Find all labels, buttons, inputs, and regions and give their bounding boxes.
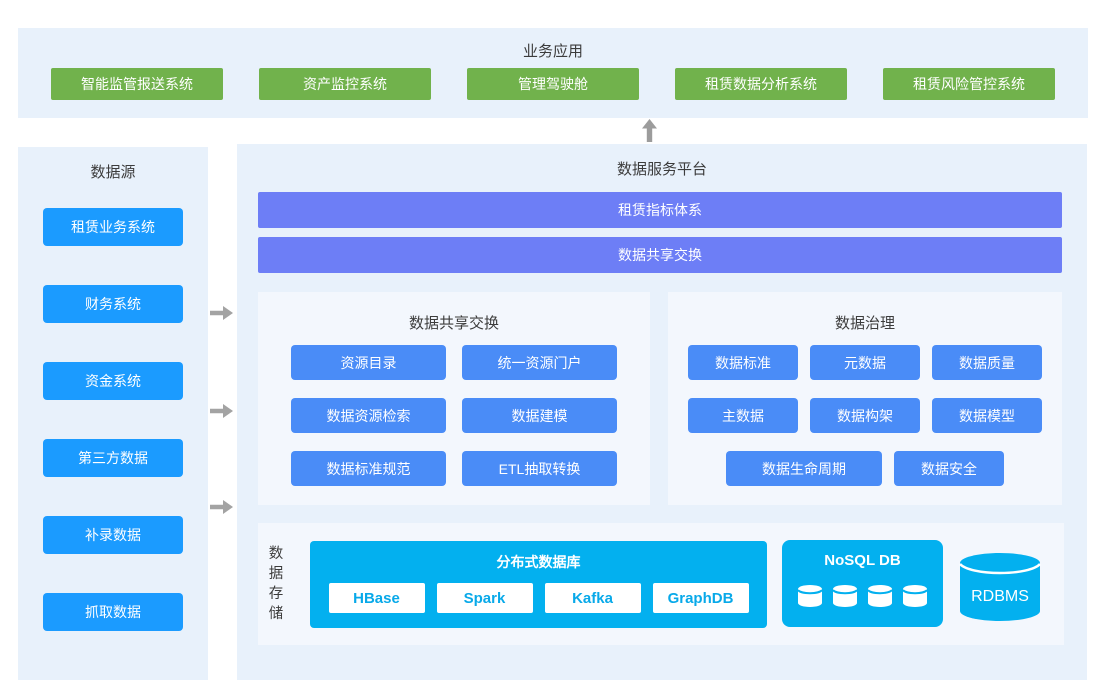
share-exchange-grid: 资源目录 统一资源门户 数据资源检索 数据建模 数据标准规范 ETL抽取转换: [258, 345, 650, 486]
gov-module-8: 数据安全: [894, 451, 1004, 486]
data-source-node-2: 财务系统: [43, 285, 183, 323]
business-apps-panel: 业务应用 智能监管报送系统 资产监控系统 管理驾驶舱 租赁数据分析系统 租赁风险…: [18, 28, 1088, 118]
share-module-6: ETL抽取转换: [462, 451, 617, 486]
gov-module-6: 数据模型: [932, 398, 1042, 433]
layer-bar-indicator-system: 租赁指标体系: [258, 192, 1062, 228]
governance-panel: 数据治理 数据标准 元数据 数据质量 主数据 数据构架 数据模型 数据生命周期 …: [668, 292, 1062, 505]
arrow-right-icon: [210, 306, 233, 320]
gov-module-4: 主数据: [688, 398, 798, 433]
data-sources-panel: 数据源 租赁业务系统 财务系统 资金系统 第三方数据 补录数据 抓取数据: [18, 147, 208, 680]
database-cylinder-icon: [901, 584, 929, 608]
business-apps-row: 智能监管报送系统 资产监控系统 管理驾驶舱 租赁数据分析系统 租赁风险管控系统: [18, 68, 1088, 100]
storage-label: 数据存储: [268, 546, 284, 622]
gov-module-5: 数据构架: [810, 398, 920, 433]
governance-row: 主数据 数据构架 数据模型: [668, 398, 1062, 433]
gov-module-2: 元数据: [810, 345, 920, 380]
app-node-4: 租赁数据分析系统: [675, 68, 847, 100]
data-source-node-4: 第三方数据: [43, 439, 183, 477]
gov-module-7: 数据生命周期: [726, 451, 882, 486]
layer-bar-data-exchange: 数据共享交换: [258, 237, 1062, 273]
share-module-4: 数据建模: [462, 398, 617, 433]
data-sources-title: 数据源: [90, 164, 136, 181]
app-node-3: 管理驾驶舱: [467, 68, 639, 100]
database-cylinder-icon: [796, 584, 824, 608]
distributed-db-box: 分布式数据库 HBase Spark Kafka GraphDB: [310, 541, 767, 628]
arrow-up-icon: [642, 119, 657, 142]
gov-module-1: 数据标准: [688, 345, 798, 380]
engine-graphdb: GraphDB: [652, 583, 749, 613]
share-module-2: 统一资源门户: [462, 345, 617, 380]
business-apps-title: 业务应用: [522, 43, 583, 60]
nosql-db-title: NoSQL DB: [824, 552, 901, 569]
nosql-cylinders: [782, 584, 943, 608]
share-module-3: 数据资源检索: [291, 398, 446, 433]
governance-row: 数据标准 元数据 数据质量: [668, 345, 1062, 380]
governance-row: 数据生命周期 数据安全: [668, 451, 1062, 486]
storage-panel: 数据存储 分布式数据库 HBase Spark Kafka GraphDB No…: [258, 523, 1064, 645]
arrow-right-icon: [210, 404, 233, 418]
engine-spark: Spark: [436, 583, 533, 613]
rdbms-label: RDBMS: [971, 588, 1029, 605]
share-module-1: 资源目录: [291, 345, 446, 380]
arrow-right-icon: [210, 500, 233, 514]
engine-kafka: Kafka: [544, 583, 641, 613]
data-service-platform-panel: 数据服务平台 租赁指标体系 数据共享交换 数据共享交换 资源目录 统一资源门户 …: [237, 144, 1087, 680]
nosql-db-box: NoSQL DB: [782, 540, 943, 627]
gov-module-3: 数据质量: [932, 345, 1042, 380]
governance-title: 数据治理: [834, 315, 895, 332]
app-node-5: 租赁风险管控系统: [883, 68, 1055, 100]
share-exchange-title: 数据共享交换: [408, 315, 499, 332]
share-module-5: 数据标准规范: [291, 451, 446, 486]
database-cylinder-icon: [831, 584, 859, 608]
data-source-node-5: 补录数据: [43, 516, 183, 554]
distributed-db-engines: HBase Spark Kafka GraphDB: [310, 583, 767, 613]
engine-hbase: HBase: [328, 583, 425, 613]
database-cylinder-icon: [866, 584, 894, 608]
share-exchange-panel: 数据共享交换 资源目录 统一资源门户 数据资源检索 数据建模 数据标准规范 ET…: [258, 292, 650, 505]
data-source-node-1: 租赁业务系统: [43, 208, 183, 246]
app-node-1: 智能监管报送系统: [51, 68, 223, 100]
data-source-node-6: 抓取数据: [43, 593, 183, 631]
data-source-node-3: 资金系统: [43, 362, 183, 400]
rdbms-cylinder: RDBMS: [957, 550, 1043, 624]
distributed-db-title: 分布式数据库: [496, 554, 581, 570]
app-node-2: 资产监控系统: [259, 68, 431, 100]
platform-title: 数据服务平台: [616, 161, 707, 178]
